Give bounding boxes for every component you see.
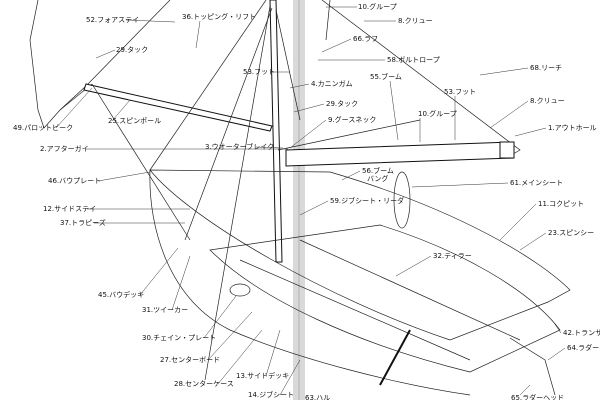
part-label: 3.ウオーターブレイク [205,142,274,151]
leader-line [321,38,352,53]
part-label: 56.ブーム [362,166,394,175]
leader-line [479,67,529,76]
part-label: 59.ジブシート・リーダ [330,196,404,205]
part-label: 8.クリュー [398,17,433,25]
leader-line [207,311,253,361]
leader-line [489,100,529,129]
part-label: 66.ラフ [353,35,378,43]
part-label: 61.メインシート [510,179,563,187]
part-label: 53.フット [243,68,275,76]
boom [285,141,515,167]
leader-line [139,247,179,296]
halyard [275,9,301,121]
leader-line [547,347,566,361]
leader-line [125,19,176,23]
part-label: 25.スピンポール [108,117,161,125]
leader-line [97,171,151,182]
leader-line [111,99,131,122]
part-label: 28.センターケース [174,379,234,388]
part-label: 2.アフターガイ [40,144,89,153]
part-label: 46.バウプレート [48,177,101,185]
block [393,171,411,229]
side-deck-inner [299,239,521,341]
part-label: 8.クリュー [530,97,565,105]
trapeze-wire [184,7,273,241]
leader-line [389,80,399,141]
leader-line [519,384,531,396]
leader-line [95,49,116,59]
part-label: 10.グループ [358,2,397,11]
part-label: 14.ジブシート [248,390,294,399]
leader-line [289,83,310,89]
leader-line [203,295,237,339]
sheet-line [277,119,421,151]
part-label: 30.チェイン・プレート [142,334,216,342]
side-stay-left [204,5,271,381]
rudder [509,337,556,396]
leader-line [519,232,547,251]
part-label: 27.センターボード [160,355,220,364]
tiller-extension [379,329,411,386]
part-label: 63.ハル [305,394,330,400]
part-label: 13.サイドデッキ [236,371,289,380]
leader-line [551,319,562,334]
part-label: 10.グループ [418,109,457,118]
part-label: 4.カニンガム [311,79,353,88]
guy [91,83,191,241]
leader-line [279,359,301,396]
leader-line [499,203,537,241]
leader-line [289,119,327,149]
forestay [149,0,267,171]
part-label: 37.トラピーズ [60,218,106,227]
part-label: 45.バウデッキ [98,290,144,299]
leader-line [411,182,509,188]
leader-line [171,255,191,311]
leader-line [395,255,432,277]
part-label: 42.トランサ [563,329,600,337]
leader-line [217,329,263,385]
leader-line [514,127,547,137]
part-label: 1.アウトホール [548,124,597,132]
leader-line [195,20,201,49]
part-label: 49.パロットビーク [13,123,73,132]
part-label: 29.タック [116,45,148,54]
boom-end [499,141,515,159]
part-label: 53.フット [444,88,476,96]
sail-top [325,0,331,41]
part-label: 32.ティラー [433,252,472,260]
leader-line [299,200,329,216]
part-label: バング [367,174,388,183]
leader-line [293,103,325,113]
part-label: 11.コクピット [538,200,584,208]
part-label: 31.ツイーカー [142,306,188,314]
leader-line [55,87,93,129]
part-label: 65.ラダーヘッド [511,393,564,400]
mast [269,0,283,263]
hull-side [149,169,471,396]
part-label: 55.ブーム [370,72,402,81]
center-case [239,259,471,361]
chain-plate [229,283,251,297]
leader-line [341,170,361,181]
cockpit [209,224,561,373]
part-label: 58.ボルトロープ [387,56,440,64]
part-label: 29.タック [326,99,358,108]
part-label: 64.ラダー [567,343,599,352]
part-label: 52.フォアステイ [86,16,139,24]
part-label: 23.スピンシー [548,229,594,237]
part-label: 9.グースネック [328,115,376,124]
spinnaker-pole [83,83,273,132]
part-label: 68.リーチ [530,64,562,72]
leader-line [265,329,281,377]
hull-deck [149,169,571,341]
part-label: 36.トッピング・リフト [182,12,256,21]
leader-line [255,146,284,149]
part-label: 12.サイドステイ [43,205,96,213]
